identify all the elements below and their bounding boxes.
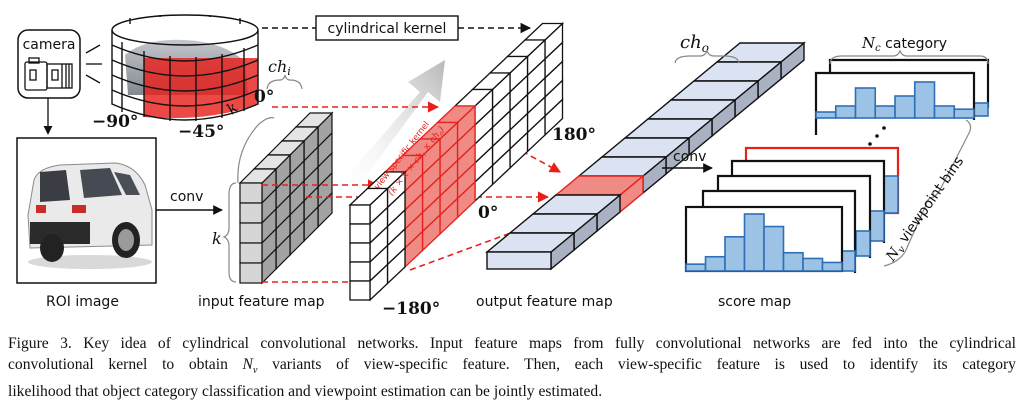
input-cell-front [239, 262, 263, 284]
k-brace-diagonal [237, 117, 275, 184]
cylindrical-kernel-label: cylindrical kernel [328, 21, 447, 37]
cylindrical-convolution-diagram: camera [16, 14, 990, 319]
ellipsis-dots [868, 126, 886, 146]
viewpoint-cylinder: −90° −45° [92, 14, 259, 142]
back-histogram-bar [854, 87, 877, 119]
input-feature-map-label: input feature map [198, 294, 325, 310]
nc-category-label: Nc category [861, 34, 947, 54]
ch-o-label: cho [680, 32, 709, 55]
input-feature-map [238, 111, 334, 285]
back-histogram-bar [953, 108, 975, 119]
angle-neg180: −180° [382, 299, 440, 319]
kernel-front-cell [349, 261, 371, 282]
camera-box: camera [17, 29, 102, 135]
figure-caption: Figure 3. Key idea of cylindrical convol… [8, 333, 1016, 402]
angle-neg45: −45° [178, 122, 224, 142]
back-histogram-bar [913, 81, 936, 119]
ch-o-brace [674, 49, 740, 64]
back-histogram-bar [815, 111, 837, 119]
score-map [684, 58, 990, 273]
score-panel-stack-bar [869, 210, 885, 242]
angle-180: 180° [552, 125, 596, 145]
output-front-face [486, 251, 552, 270]
gray-transform-arrow [335, 60, 445, 198]
suv-photo [27, 162, 153, 269]
caption-line-1: Figure 3. Key idea of cylindrical convol… [8, 335, 1016, 352]
front-histogram-bar [724, 236, 746, 272]
input-cell-front [239, 242, 263, 264]
camera-icon [24, 57, 73, 91]
ch-i-label: chi [268, 57, 291, 78]
input-cell-front [239, 182, 263, 204]
front-histogram-bar [782, 251, 804, 272]
roi-image: ROI image [16, 137, 157, 310]
front-histogram-bar [743, 213, 765, 272]
front-histogram-bar [821, 261, 843, 272]
back-histogram-bar [874, 105, 896, 119]
back-histogram-bar [834, 105, 857, 119]
kernel-front-cell [349, 242, 371, 263]
back-histogram-bar [894, 95, 916, 119]
red-kernel-region [144, 58, 258, 119]
front-histogram-bar [763, 225, 785, 272]
nc-brace [829, 49, 989, 65]
front-histogram-bar [802, 257, 824, 272]
nv-brace [883, 119, 972, 267]
angle-zero-top: 0° [254, 87, 274, 107]
front-histogram-bar [685, 263, 707, 272]
angle-neg90: −90° [92, 112, 138, 132]
score-map-label: score map [718, 294, 791, 310]
k-label-vertical: k [212, 229, 222, 248]
back-histogram-bar [933, 105, 956, 119]
k-brace-vertical [222, 182, 237, 283]
output-feature-map [485, 41, 806, 271]
cylindrical-kernel-bank [348, 21, 565, 302]
conv-label-2: conv [673, 149, 706, 165]
kernel-front-cell [349, 280, 371, 301]
camera-label: camera [23, 37, 76, 53]
cylindrical-kernel-flow: cylindrical kernel [262, 15, 532, 41]
front-histogram-bar [704, 255, 726, 272]
caption-line-3: likelihood that object category classifi… [8, 383, 603, 401]
score-panel-stack-bar [855, 230, 871, 257]
roi-image-label: ROI image [46, 294, 119, 310]
conv-label-1: conv [170, 189, 203, 205]
input-cell-front [239, 202, 263, 224]
kernel-front-cell [349, 204, 371, 225]
angle-zero-mid: 0° [478, 203, 498, 223]
caption-line-2: convolutional kernel to obtain Nv varian… [8, 356, 1016, 377]
output-feature-map-label: output feature map [476, 294, 613, 310]
input-cell-front [239, 222, 263, 244]
kernel-front-cell [349, 223, 371, 244]
ch-i-brace [266, 74, 303, 90]
